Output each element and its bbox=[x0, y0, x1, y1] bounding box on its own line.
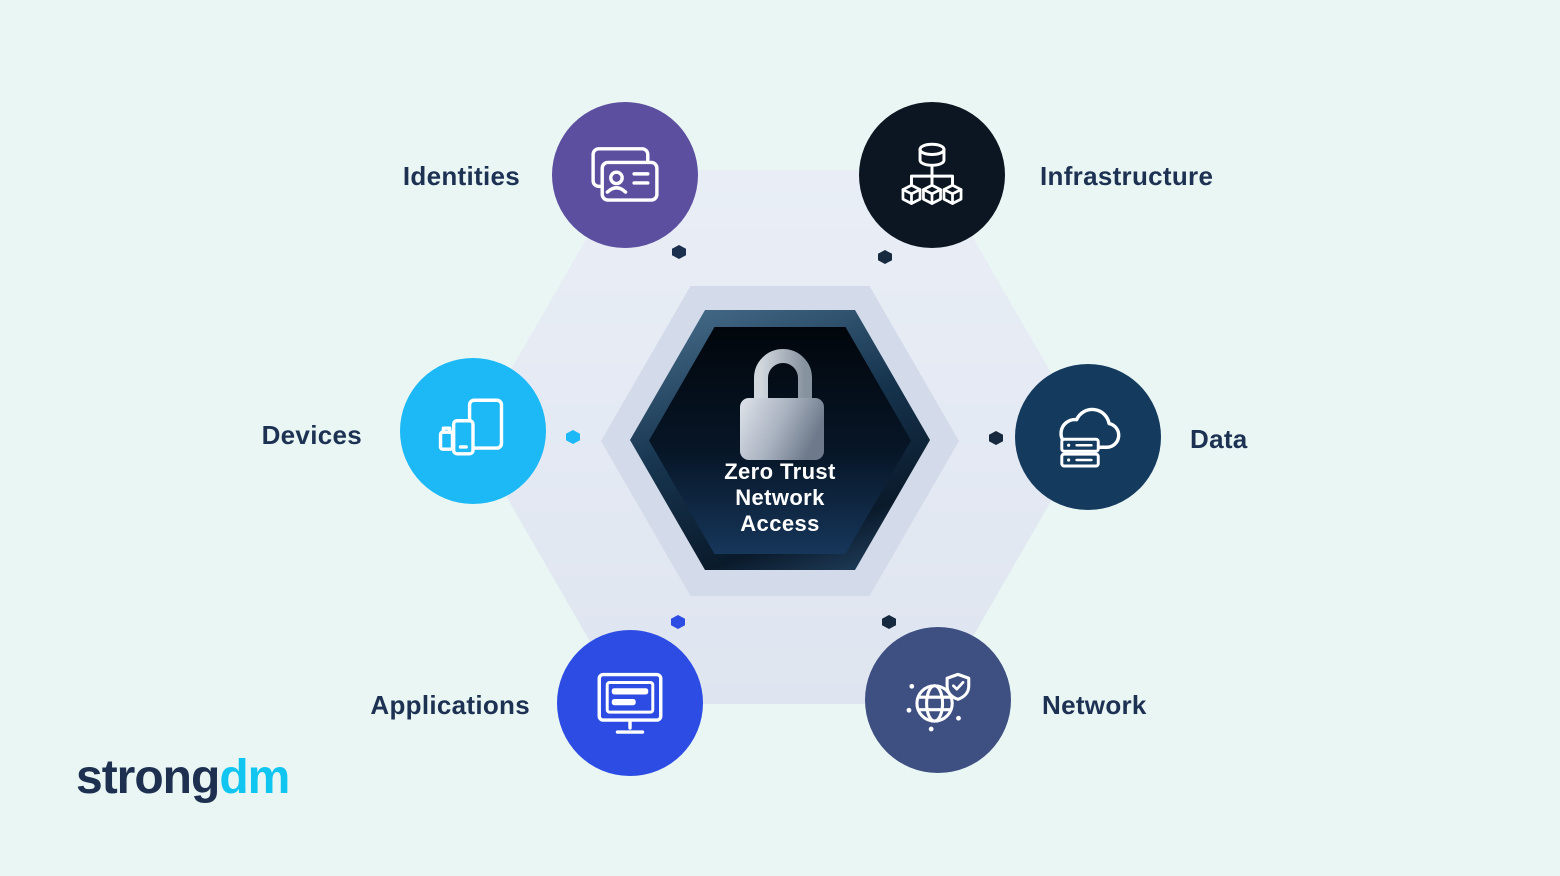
data-circle bbox=[1015, 364, 1161, 510]
connector-dot-bottom-right bbox=[882, 615, 896, 629]
id-card-icon bbox=[591, 147, 659, 202]
logo-text-strong: strong bbox=[76, 751, 220, 804]
applications-label: Applications bbox=[370, 690, 530, 720]
network-circle bbox=[865, 627, 1011, 773]
connector-dot-top-right bbox=[878, 250, 892, 264]
strongdm-logo: strongdm bbox=[76, 750, 290, 805]
infrastructure-icon bbox=[901, 142, 963, 205]
center-title: Zero Trust Network Access bbox=[724, 459, 836, 536]
devices-label: Devices bbox=[261, 420, 362, 450]
connector-dot-bottom-left bbox=[671, 615, 685, 629]
data-label: Data bbox=[1190, 424, 1248, 454]
padlock-icon bbox=[740, 349, 824, 460]
devices-icon bbox=[438, 398, 504, 456]
network-label: Network bbox=[1042, 690, 1147, 720]
devices-circle bbox=[400, 358, 546, 504]
applications-icon bbox=[597, 672, 663, 734]
connector-dot-top-left bbox=[672, 245, 686, 259]
connector-dot-right bbox=[989, 431, 1003, 445]
data-cloud-icon bbox=[1059, 407, 1121, 468]
identities-circle bbox=[552, 102, 698, 248]
applications-circle bbox=[557, 630, 703, 776]
identities-label: Identities bbox=[402, 161, 520, 191]
connector-dot-left bbox=[566, 430, 580, 444]
infrastructure-circle bbox=[859, 102, 1005, 248]
infrastructure-label: Infrastructure bbox=[1040, 161, 1214, 191]
network-shield-icon bbox=[906, 672, 971, 732]
logo-text-dm: dm bbox=[219, 751, 290, 804]
